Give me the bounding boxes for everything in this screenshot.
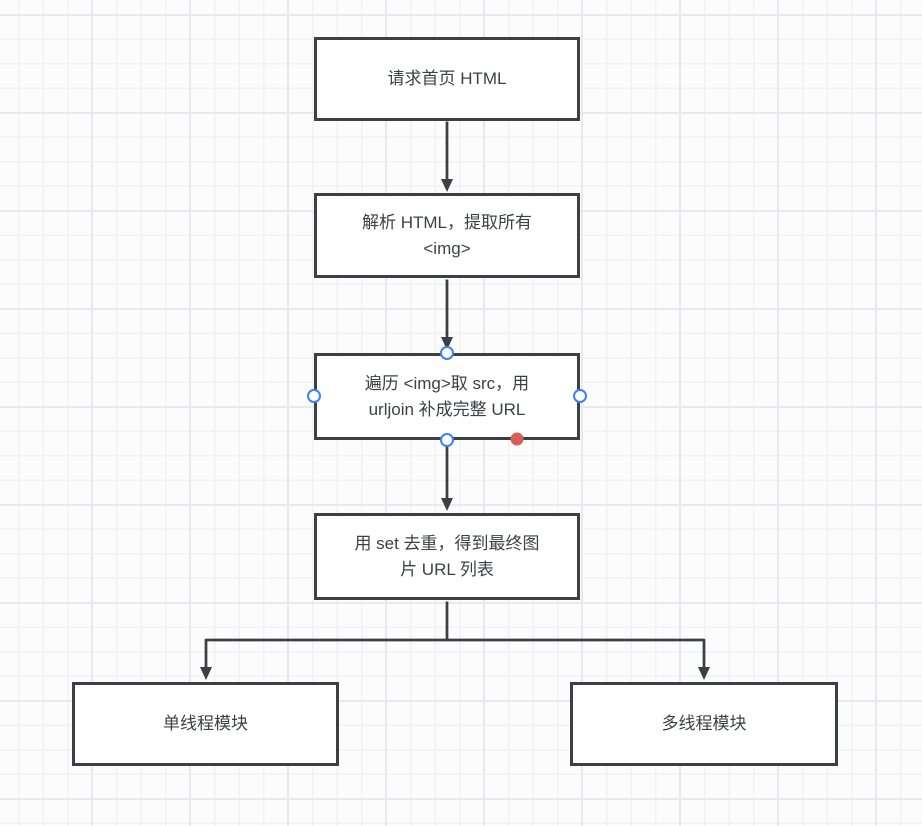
node-multi-thread-module[interactable]: 多线程模块 xyxy=(570,682,838,766)
node-label-line: 请求首页 HTML xyxy=(387,69,507,88)
node-label-line: 单线程模块 xyxy=(163,714,248,733)
arrowhead-into-dedupe xyxy=(441,498,453,511)
arrowhead-into-traverse xyxy=(441,337,453,350)
arrowhead-into-parse xyxy=(441,179,453,192)
node-single-thread-module[interactable]: 单线程模块 xyxy=(72,682,339,766)
node-label-line: 用 set 去重，得到最终图 xyxy=(354,533,540,553)
node-label: 解析 HTML，提取所有 <img> xyxy=(362,210,532,262)
node-label-line: 片 URL 列表 xyxy=(400,559,494,579)
connector-endpoint-dot[interactable] xyxy=(510,432,524,446)
node-parse-html-extract-img[interactable]: 解析 HTML，提取所有 <img> xyxy=(314,193,580,278)
node-label-line: urljoin 补成完整 URL xyxy=(368,399,526,419)
selection-handle-left[interactable] xyxy=(307,389,321,403)
selection-handle-right[interactable] xyxy=(573,389,587,403)
node-label-line: 多线程模块 xyxy=(661,714,747,733)
node-label-line: 遍历 <img>取 src，用 xyxy=(364,373,530,393)
node-label: 多线程模块 xyxy=(662,711,747,737)
arrowhead-into-single-thread xyxy=(200,667,212,680)
node-request-homepage-html[interactable]: 请求首页 HTML xyxy=(314,37,580,121)
node-label-line: 解析 HTML，提取所有 xyxy=(362,212,532,232)
selection-handle-top[interactable] xyxy=(440,346,454,360)
node-label: 单线程模块 xyxy=(163,711,248,737)
node-set-dedupe-final-url-list[interactable]: 用 set 去重，得到最终图 片 URL 列表 xyxy=(314,513,580,600)
selection-handle-bottom[interactable] xyxy=(440,433,454,447)
arrowhead-into-multi-thread xyxy=(698,667,710,680)
node-label-line: <img> xyxy=(423,238,471,258)
node-label: 请求首页 HTML xyxy=(388,66,507,92)
node-label: 用 set 去重，得到最终图 片 URL 列表 xyxy=(354,531,539,583)
node-label: 遍历 <img>取 src，用 urljoin 补成完整 URL xyxy=(365,371,529,423)
connector-branch-to-modules[interactable] xyxy=(204,638,706,669)
node-traverse-img-src-urljoin[interactable]: 遍历 <img>取 src，用 urljoin 补成完整 URL xyxy=(314,353,580,440)
